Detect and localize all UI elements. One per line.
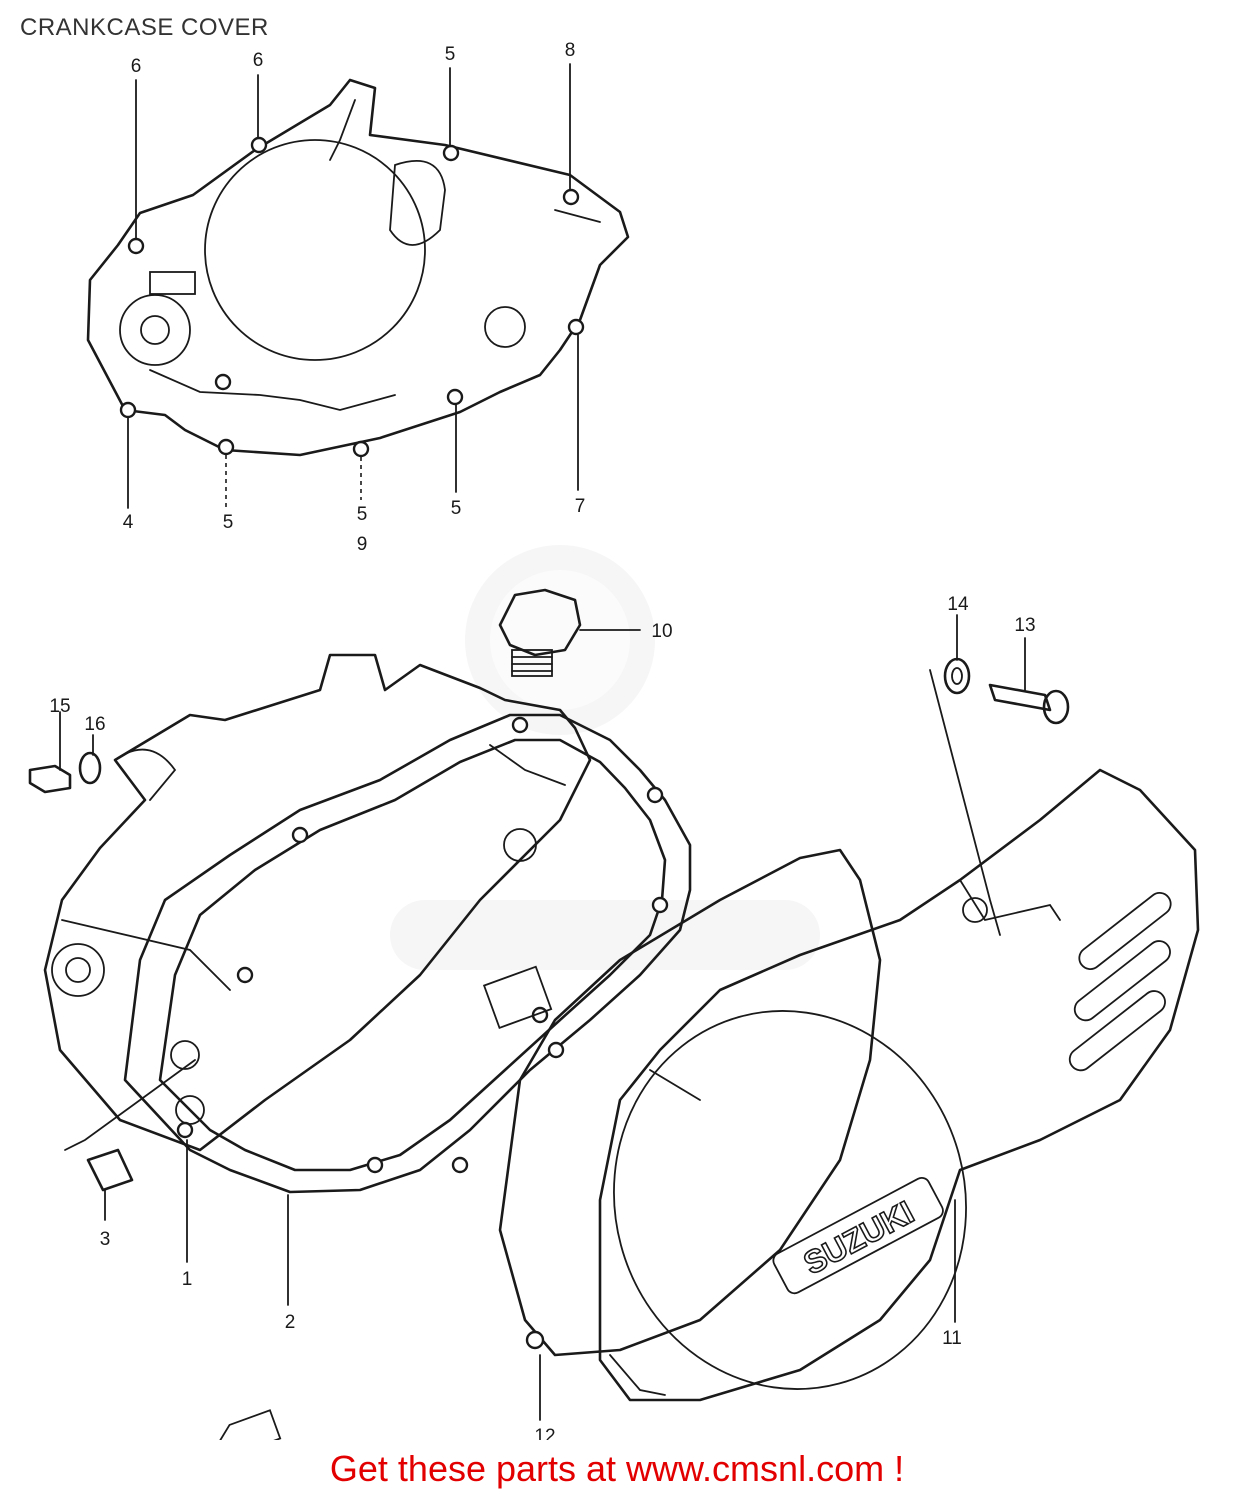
callout-15: 15	[49, 696, 70, 717]
outer-magneto-cover	[598, 768, 1200, 1402]
callout-1: 1	[182, 1269, 193, 1290]
crankcase-cover-gasket	[123, 713, 692, 1194]
top-leader-lines	[127, 63, 579, 509]
outer-gasket	[498, 848, 882, 1357]
callout-3: 3	[100, 1229, 111, 1250]
callout-6a: 6	[131, 56, 142, 77]
page-title: CRANKCASE COVER	[20, 14, 269, 41]
callout-9: 9	[357, 534, 368, 555]
callout-8: 8	[565, 40, 576, 61]
bottom-leader-lines	[59, 614, 1026, 1421]
watermark-logo	[390, 545, 820, 970]
callout-7: 7	[575, 496, 586, 517]
callout-12: 12	[534, 1426, 555, 1440]
callout-14: 14	[947, 594, 969, 615]
housing-washer	[78, 751, 102, 785]
callout-5b: 5	[223, 512, 234, 533]
callout-13: 13	[1014, 615, 1035, 636]
callout-4: 4	[123, 512, 134, 533]
forward-direction-arrow: FWD	[218, 1409, 282, 1440]
callout-16: 16	[84, 714, 105, 735]
cover-washer	[943, 657, 971, 695]
crankcase-cover-left-housing	[43, 653, 592, 1152]
callout-10: 10	[651, 621, 672, 642]
parts-store-link[interactable]: Get these parts at www.cmsnl.com !	[329, 1448, 905, 1489]
callout-11: 11	[942, 1328, 962, 1349]
callout-5c: 5	[357, 504, 368, 525]
oil-filler-cap	[498, 588, 582, 677]
callout-6b: 6	[253, 50, 264, 71]
callout-5d: 5	[451, 498, 462, 519]
callout-labels: 6 6 5 8 4 5 5 9 5 7 10 14 13 15 16 3 1 2…	[49, 40, 1035, 1440]
exploded-parts-diagram: SUZUKI FWD	[28, 40, 1200, 1440]
inner-cover-gasket	[86, 78, 630, 458]
callout-5a: 5	[445, 44, 456, 65]
fwd-label: FWD	[239, 1424, 270, 1440]
suzuki-brand-lettering: SUZUKI	[772, 1177, 944, 1295]
cover-screw	[988, 683, 1070, 725]
housing-bolt	[28, 764, 72, 794]
dowel-pin	[86, 1148, 134, 1192]
callout-2: 2	[285, 1312, 296, 1333]
